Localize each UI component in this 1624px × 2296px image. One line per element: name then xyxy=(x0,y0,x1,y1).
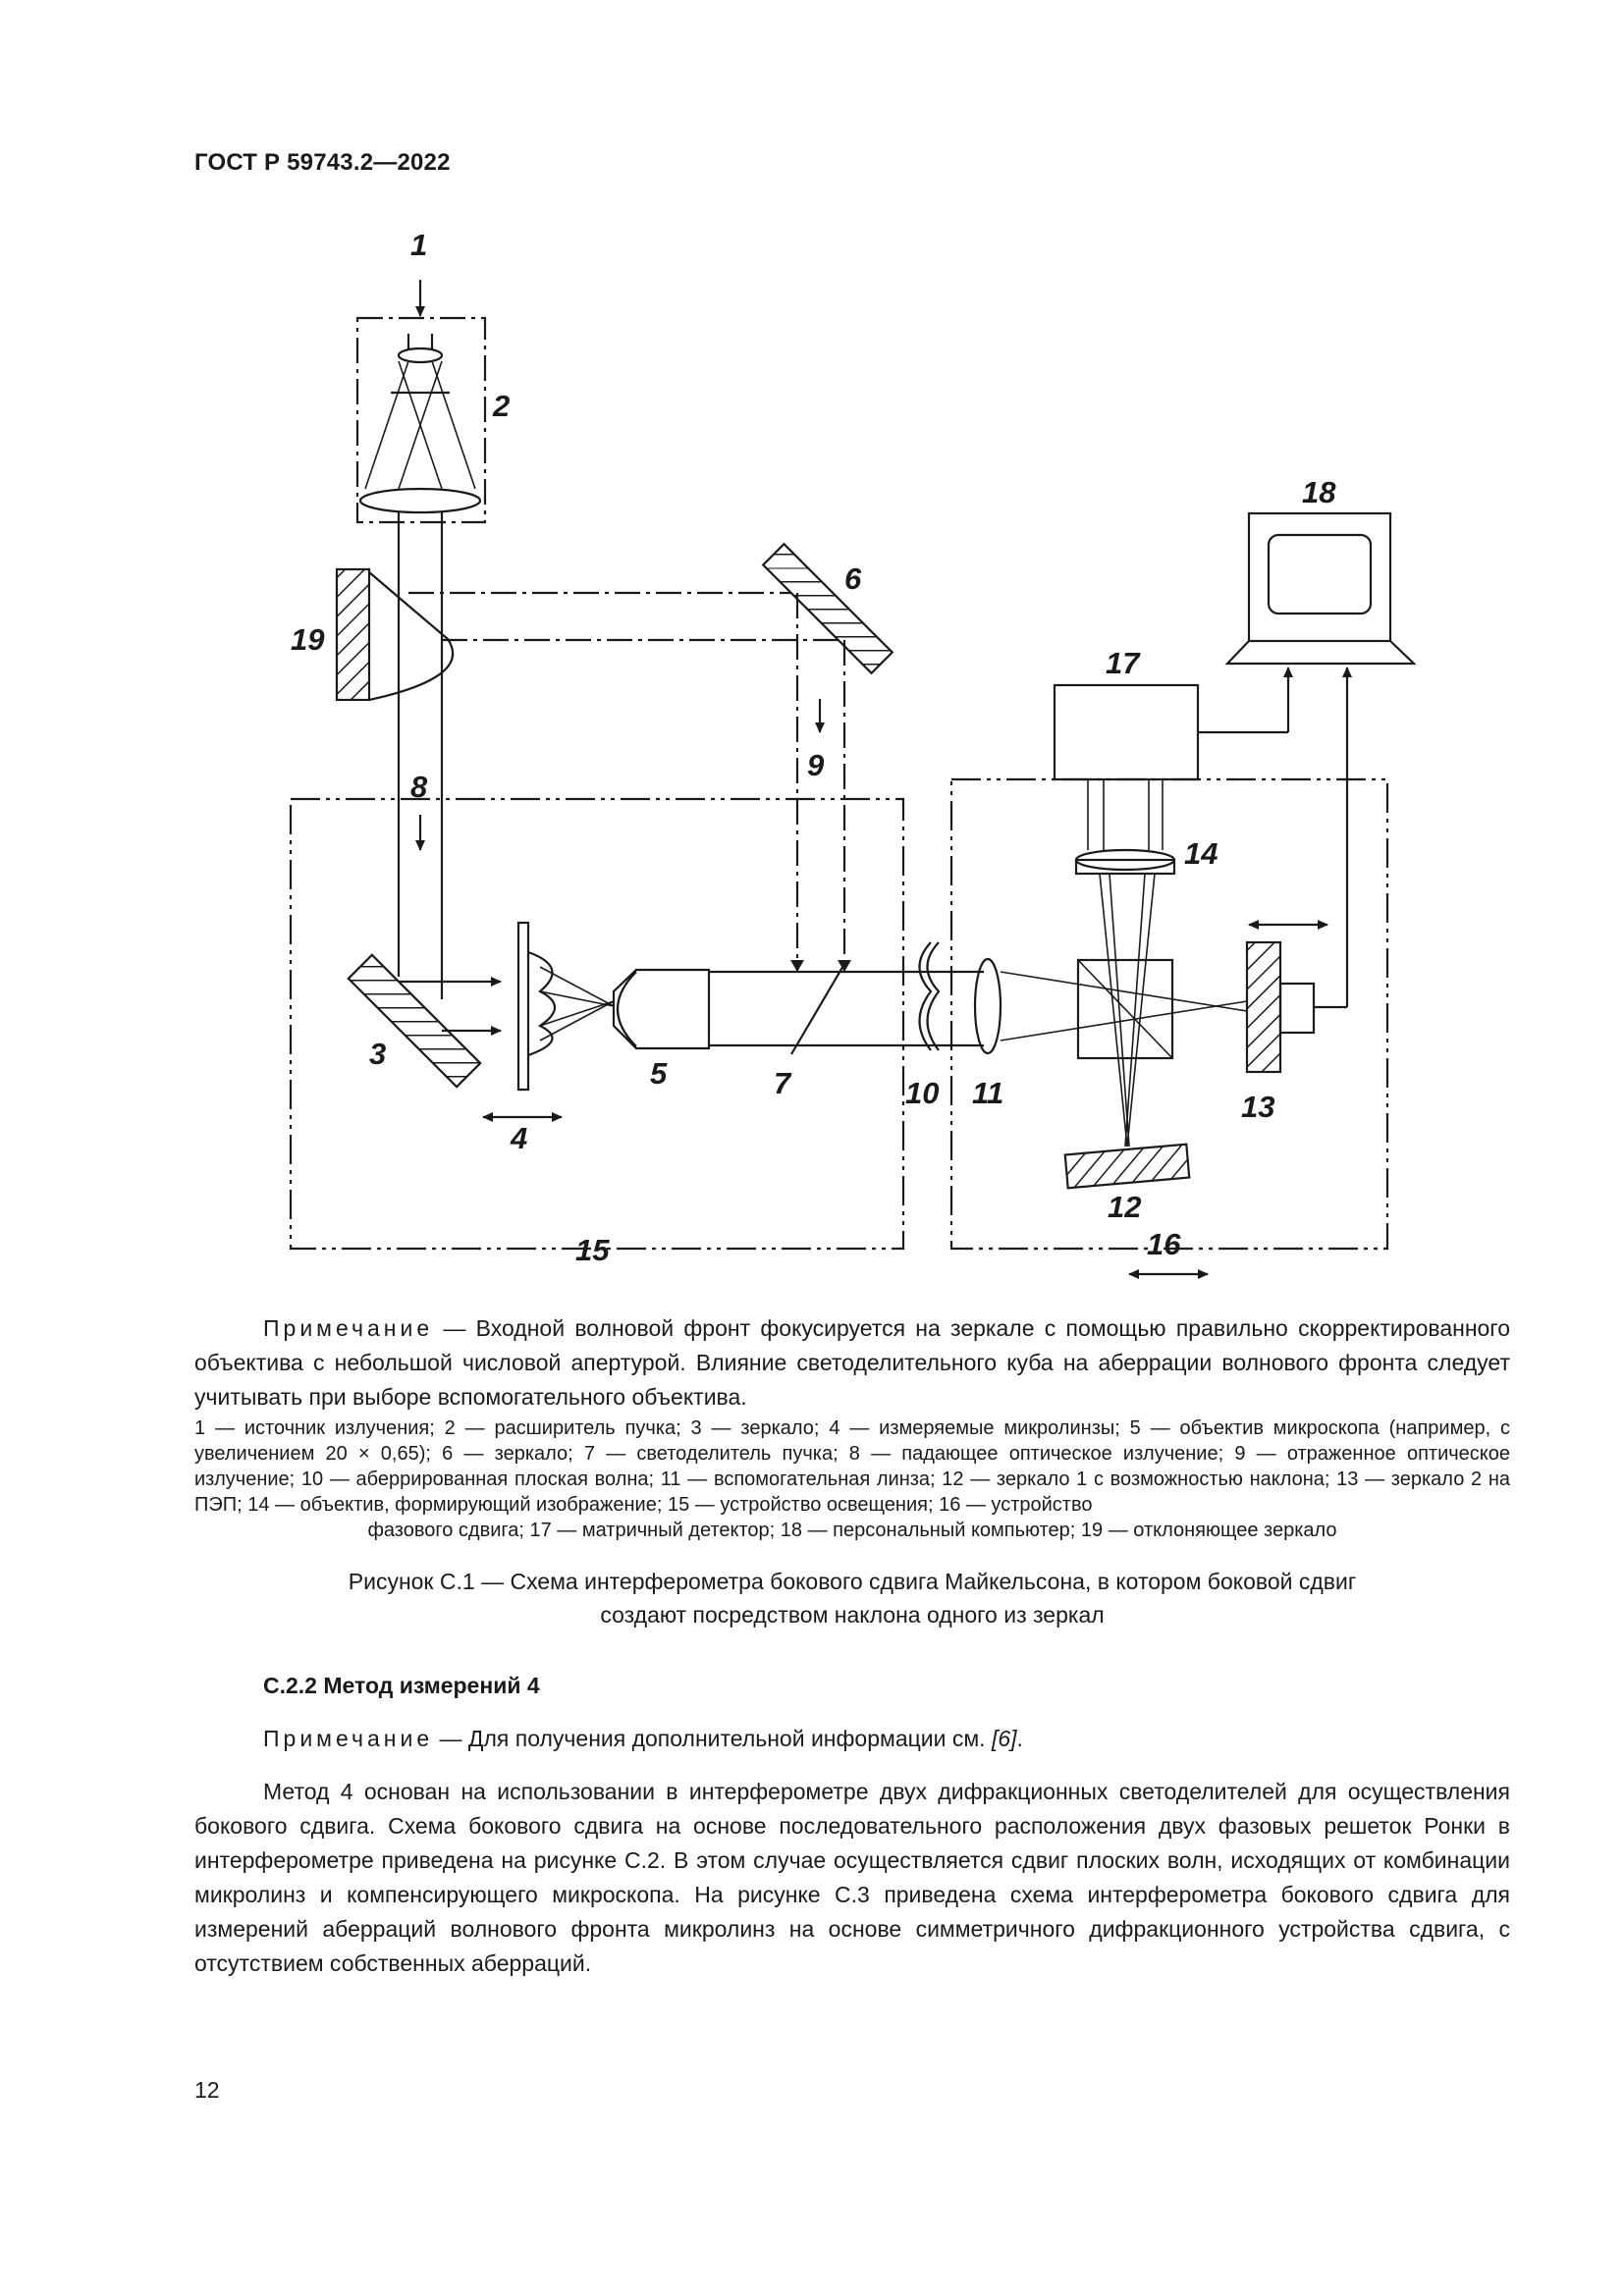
label-15: 15 xyxy=(575,1233,610,1267)
matrix-detector-17 xyxy=(1053,683,1200,781)
beam-splitter-7 xyxy=(790,963,845,1055)
note2-text: — Для получения дополнительной информаци… xyxy=(433,1726,992,1751)
mirror-6 xyxy=(761,542,894,675)
label-3: 3 xyxy=(369,1037,386,1071)
label-13: 13 xyxy=(1241,1090,1274,1124)
label-8: 8 xyxy=(410,770,428,804)
note2-end: . xyxy=(1016,1726,1023,1751)
note2-prefix: Примечание xyxy=(263,1726,434,1751)
label-18: 18 xyxy=(1302,475,1336,509)
label-10: 10 xyxy=(905,1076,939,1110)
microscope-objective-5 xyxy=(612,968,711,1050)
label-17: 17 xyxy=(1106,646,1141,680)
phase-shift-box-16 xyxy=(949,777,1389,1251)
method-note: Примечание — Для получения дополнительно… xyxy=(263,1726,1023,1752)
body-paragraph: Метод 4 основан на использовании в интер… xyxy=(194,1775,1510,1981)
label-6: 6 xyxy=(844,561,862,596)
document-header: ГОСТ Р 59743.2—2022 xyxy=(194,149,451,176)
label-2: 2 xyxy=(492,389,510,423)
interferometer-diagram: 1 2 3 4 5 6 7 8 9 10 11 12 13 14 15 16 1… xyxy=(289,228,1417,1279)
figure-caption: Рисунок С.1 — Схема интерферометра боков… xyxy=(194,1565,1510,1631)
computer-18 xyxy=(1224,511,1417,666)
label-4: 4 xyxy=(510,1121,527,1155)
figure-legend: 1 — источник излучения; 2 — расширитель … xyxy=(194,1415,1510,1543)
label-12: 12 xyxy=(1108,1190,1141,1224)
legend-line-2: фазового сдвига; 17 — матричный детектор… xyxy=(367,1520,1337,1541)
label-14: 14 xyxy=(1184,836,1218,871)
note-prefix: Примечание xyxy=(263,1315,434,1341)
page-number: 12 xyxy=(194,2077,220,2103)
mirror-13 xyxy=(1245,940,1282,1074)
note-text: — Входной волновой фронт фокусируется на… xyxy=(194,1315,1510,1410)
label-19: 19 xyxy=(291,622,325,657)
label-7: 7 xyxy=(774,1066,792,1100)
deflecting-mirror-19 xyxy=(335,567,371,702)
legend-line-1: 1 — источник излучения; 2 — расширитель … xyxy=(194,1417,1510,1516)
note2-reference[interactable]: [6] xyxy=(991,1726,1017,1751)
caption-line-1: Рисунок С.1 — Схема интерферометра боков… xyxy=(348,1569,1357,1594)
illumination-box-15 xyxy=(289,797,905,1251)
expander-lens-small xyxy=(397,347,444,364)
section-heading: С.2.2 Метод измерений 4 xyxy=(263,1673,540,1698)
label-1: 1 xyxy=(410,228,427,262)
label-9: 9 xyxy=(807,748,825,782)
beam-splitter-cube xyxy=(1076,958,1174,1060)
beam-expander-box xyxy=(355,316,487,524)
label-5: 5 xyxy=(650,1056,668,1091)
label-16: 16 xyxy=(1147,1227,1181,1261)
tilt-mirror-12 xyxy=(1063,1143,1191,1190)
microlens-plate xyxy=(516,921,530,1092)
figure-note: Примечание — Входной волновой фронт фоку… xyxy=(194,1311,1510,1415)
auxiliary-lens-11 xyxy=(973,957,1002,1055)
caption-line-2: создают посредством наклона одного из зе… xyxy=(600,1602,1105,1628)
paragraph-text: Метод 4 основан на использовании в интер… xyxy=(194,1779,1510,1976)
mirror-3 xyxy=(347,953,482,1089)
label-11: 11 xyxy=(972,1076,1003,1110)
expander-lens-large xyxy=(358,487,482,514)
